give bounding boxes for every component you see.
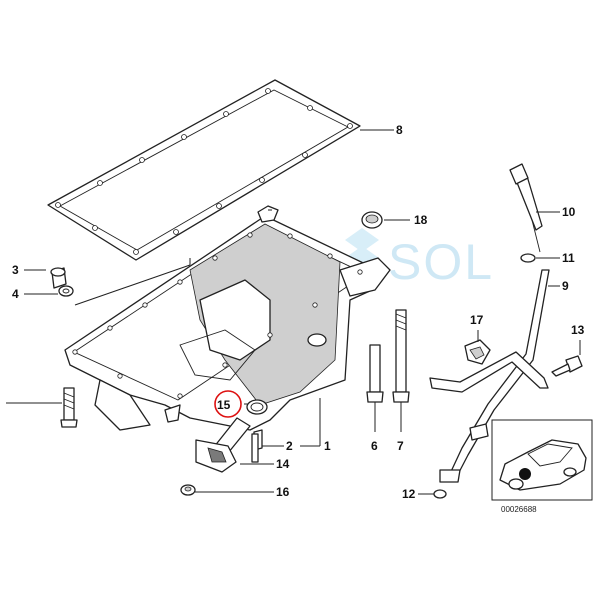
callout-9: 9 [562,279,569,293]
callout-8: 8 [396,123,403,137]
callout-13: 13 [571,323,585,337]
callout-18: 18 [414,213,428,227]
callout-16: 16 [276,485,290,499]
callout-7: 7 [397,439,404,453]
callout-14: 14 [276,457,290,471]
leader-lines [6,129,581,495]
o-ring [246,399,268,415]
bolt-13 [551,355,583,377]
oil-pan-gasket [47,79,361,261]
diagram-ref-number: 00026688 [501,505,537,514]
dipstick-o-ring [520,253,536,263]
stud-bolt [251,433,259,463]
callout-3: 3 [12,263,19,277]
callout-11: 11 [562,251,575,265]
dipstick-tube [429,269,550,483]
bolt-6 [366,344,384,403]
oil-pan [64,205,391,431]
callout-numbers: 8 18 3 4 10 11 9 13 17 15 2 1 14 16 6 7 … [12,123,585,501]
oil-pickup [195,417,263,473]
callout-6: 6 [371,439,378,453]
highlight-circle [214,390,242,418]
callout-1: 1 [324,439,331,453]
callout-12: 12 [402,487,416,501]
vehicle-thumbnail: 00026688 [491,419,593,514]
watermark-text: SOL [388,234,494,290]
callout-15: 15 [217,398,231,412]
clip [464,339,491,365]
location-marker [519,468,531,480]
callout-2: 2 [286,439,293,453]
callout-4: 4 [12,287,19,301]
bolt-7 [392,309,410,403]
tube-o-ring [433,489,447,499]
callout-17: 17 [470,313,484,327]
seal-ring [58,285,74,297]
drain-plug [50,267,67,289]
callout-10: 10 [562,205,576,219]
nut [180,484,196,496]
dipstick [509,163,543,253]
pan-bolt-left [60,387,78,428]
plug-18 [361,211,383,229]
